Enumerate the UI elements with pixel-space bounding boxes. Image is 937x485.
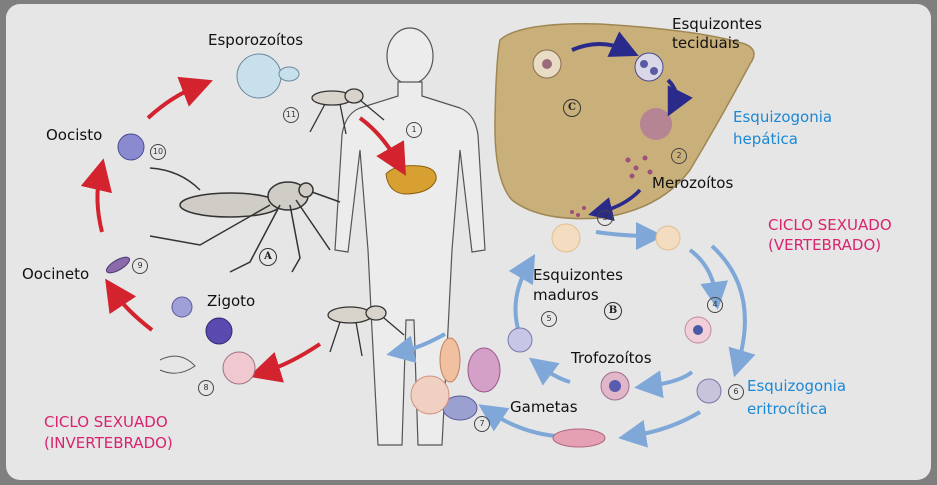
marker-b: B — [604, 302, 622, 320]
label-ciclo-vertebrado-2: (VERTEBRADO) — [768, 236, 882, 254]
stage-marker-6: 6 — [728, 384, 744, 400]
liver-arrow-2 — [666, 78, 693, 117]
tissue-schizont — [634, 52, 664, 82]
label-oocisto: Oocisto — [46, 126, 103, 144]
invertebrate-forms — [105, 53, 300, 385]
label-esquizogonia-eritrocitica-1: Esquizogonia — [747, 377, 847, 395]
stage-marker-5: 5 — [541, 311, 557, 327]
label-esquizogonia-hepatica-1: Esquizogonia — [733, 108, 833, 126]
tissue-schizont-dot — [640, 60, 648, 68]
marker-a: A — [259, 248, 277, 266]
liver-arrow-1 — [571, 31, 639, 57]
label-ciclo-invertebrado-1: CICLO SEXUADO — [44, 413, 168, 431]
invertebrate-cycle-arrows — [80, 76, 406, 383]
label-esquizogonia-eritrocitica-2: eritrocítica — [747, 400, 828, 418]
stage-marker-1: 1 — [406, 122, 422, 138]
label-gametas: Gametas — [510, 398, 578, 416]
label-esquizontes-maduros-2: maduros — [533, 286, 599, 304]
mosquito-large — [149, 167, 341, 273]
label-ciclo-vertebrado-1: CICLO SEXUADO — [768, 216, 892, 234]
label-ciclo-invertebrado-2: (INVERTEBRADO) — [44, 434, 173, 452]
tissue-schizont-dot — [650, 67, 658, 75]
stage-marker-10: 10 — [150, 144, 166, 160]
mosquito-small-top — [309, 88, 385, 135]
label-esquizontes-teciduais-2: teciduais — [672, 34, 740, 52]
label-oocineto: Oocineto — [22, 265, 90, 283]
label-zigoto: Zigoto — [207, 292, 256, 310]
label-esporozoitos: Esporozoítos — [208, 31, 304, 49]
stage-marker-2: 2 — [671, 148, 687, 164]
label-esquizontes-maduros-1: Esquizontes — [533, 266, 623, 284]
red-blood-cells — [410, 223, 722, 448]
stage-marker-4: 4 — [707, 297, 723, 313]
erythrocytic-cycle-arrows — [386, 221, 756, 448]
stage-marker-7: 7 — [474, 416, 490, 432]
human-silhouette — [334, 27, 486, 446]
label-trofozoitos: Trofozoítos — [571, 349, 652, 367]
stage-marker-11: 11 — [283, 107, 299, 123]
merozoites-cluster — [570, 155, 653, 217]
mosquito-small-bottom — [327, 305, 405, 357]
hepatic-schizont-burst — [640, 108, 672, 140]
stage-marker-8: 8 — [198, 380, 214, 396]
label-esquizontes-teciduais-1: Esquizontes — [672, 15, 762, 33]
stage-marker-3: 3 — [597, 210, 613, 226]
liver — [494, 23, 755, 220]
label-merozoitos: Merozoítos — [652, 174, 734, 192]
label-esquizogonia-hepatica-2: hepática — [733, 130, 798, 148]
marker-c: C — [563, 99, 581, 117]
liver-cell-nucleus — [542, 59, 552, 69]
stage-marker-9: 9 — [132, 258, 148, 274]
